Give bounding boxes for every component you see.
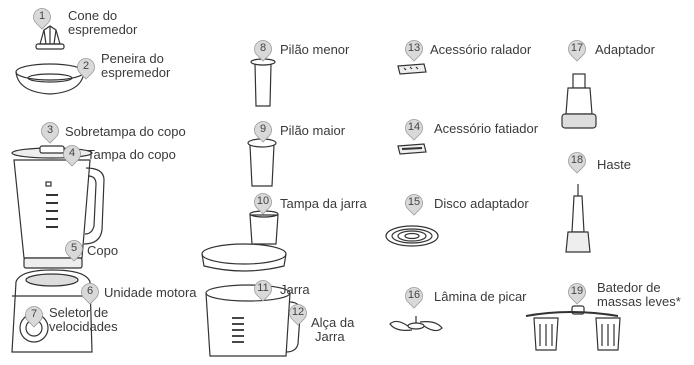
juicer-cone-drawing xyxy=(35,25,65,50)
pin-icon xyxy=(405,287,423,309)
motor-unit-drawing xyxy=(11,269,93,353)
badge-10: 10 xyxy=(253,193,273,215)
badge-1: 1 xyxy=(32,8,52,30)
badge-15: 15 xyxy=(404,194,424,216)
pin-icon xyxy=(568,283,586,305)
pin-icon xyxy=(568,152,586,174)
badge-number: 4 xyxy=(68,147,76,159)
label-small-pusher: Pilão menor xyxy=(280,42,350,57)
badge-13: 13 xyxy=(404,40,424,62)
pin-icon xyxy=(81,283,99,305)
pin-icon xyxy=(254,40,272,62)
label-grater: Acessório ralador xyxy=(430,42,532,57)
pin-icon xyxy=(405,40,423,62)
pin-icon xyxy=(254,280,272,302)
pin-icon xyxy=(25,306,43,328)
whisk-drawing xyxy=(525,305,621,351)
pin-icon xyxy=(405,194,423,216)
badge-number: 7 xyxy=(30,308,38,320)
badge-6: 6 xyxy=(80,283,100,305)
badge-19: 19 xyxy=(567,283,587,305)
label-jar-top-lid: Sobretampa do copo xyxy=(65,124,186,139)
label-adapter-disc: Disco adaptador xyxy=(434,196,529,211)
bowl-lid-drawing xyxy=(201,210,287,272)
badge-number: 15 xyxy=(407,196,421,208)
processor-bowl-drawing xyxy=(205,284,301,357)
badge-11: 11 xyxy=(253,280,273,302)
badge-4: 4 xyxy=(62,145,82,167)
badge-14: 14 xyxy=(404,119,424,141)
badge-number: 3 xyxy=(46,124,54,136)
slicer-drawing xyxy=(397,143,427,155)
label-jar: Copo xyxy=(87,243,119,258)
badge-number: 19 xyxy=(570,285,584,297)
pin-icon xyxy=(33,8,51,30)
badge-number: 13 xyxy=(407,42,421,54)
adapter-drawing xyxy=(561,73,597,129)
badge-number: 1 xyxy=(38,10,46,22)
badge-16: 16 xyxy=(404,287,424,309)
badge-number: 5 xyxy=(70,242,78,254)
pin-icon xyxy=(568,40,586,62)
juicer-sieve-drawing xyxy=(15,63,85,95)
badge-number: 17 xyxy=(570,42,584,54)
label-adapter: Adaptador xyxy=(595,42,655,57)
pin-icon xyxy=(41,122,59,144)
badge-number: 12 xyxy=(291,306,305,318)
badge-number: 8 xyxy=(259,42,267,54)
badge-3: 3 xyxy=(40,122,60,144)
label-motor-unit: Unidade motora xyxy=(104,285,197,300)
label-bowl-lid: Tampa da jarra xyxy=(280,196,367,211)
badge-2: 2 xyxy=(76,58,96,80)
label-bowl: Jarra xyxy=(280,282,310,297)
badge-12: 12 xyxy=(288,304,308,326)
pin-icon xyxy=(77,58,95,80)
large-pusher-drawing xyxy=(247,138,277,187)
label-large-pusher: Pilão maior xyxy=(280,123,346,138)
badge-number: 9 xyxy=(259,123,267,135)
grater-drawing xyxy=(397,63,427,75)
small-pusher-drawing xyxy=(250,58,276,107)
badge-7: 7 xyxy=(24,306,44,328)
badge-5: 5 xyxy=(64,240,84,262)
badge-8: 8 xyxy=(253,40,273,62)
pin-icon xyxy=(63,145,81,167)
badge-17: 17 xyxy=(567,40,587,62)
label-jar-lid: Tampa do copo xyxy=(87,147,176,162)
badge-number: 10 xyxy=(256,195,270,207)
pin-icon xyxy=(65,240,83,262)
stick-drawing xyxy=(565,184,591,253)
blender-jar-drawing xyxy=(13,159,105,269)
adapter-disc-drawing xyxy=(385,225,439,247)
badge-number: 11 xyxy=(257,282,269,294)
label-chopping-blade: Lâmina de picar xyxy=(434,289,527,304)
badge-18: 18 xyxy=(567,152,587,174)
chopping-blade-drawing xyxy=(389,316,443,332)
badge-number: 18 xyxy=(570,154,584,166)
pin-icon xyxy=(289,304,307,326)
badge-9: 9 xyxy=(253,121,273,143)
label-slicer: Acessório fatiador xyxy=(434,121,539,136)
badge-number: 14 xyxy=(407,121,421,133)
badge-number: 2 xyxy=(82,60,90,72)
badge-number: 6 xyxy=(86,285,94,297)
pin-icon xyxy=(254,193,272,215)
pin-icon xyxy=(405,119,423,141)
label-stick: Haste xyxy=(597,157,631,172)
badge-number: 16 xyxy=(407,289,421,301)
pin-icon xyxy=(254,121,272,143)
